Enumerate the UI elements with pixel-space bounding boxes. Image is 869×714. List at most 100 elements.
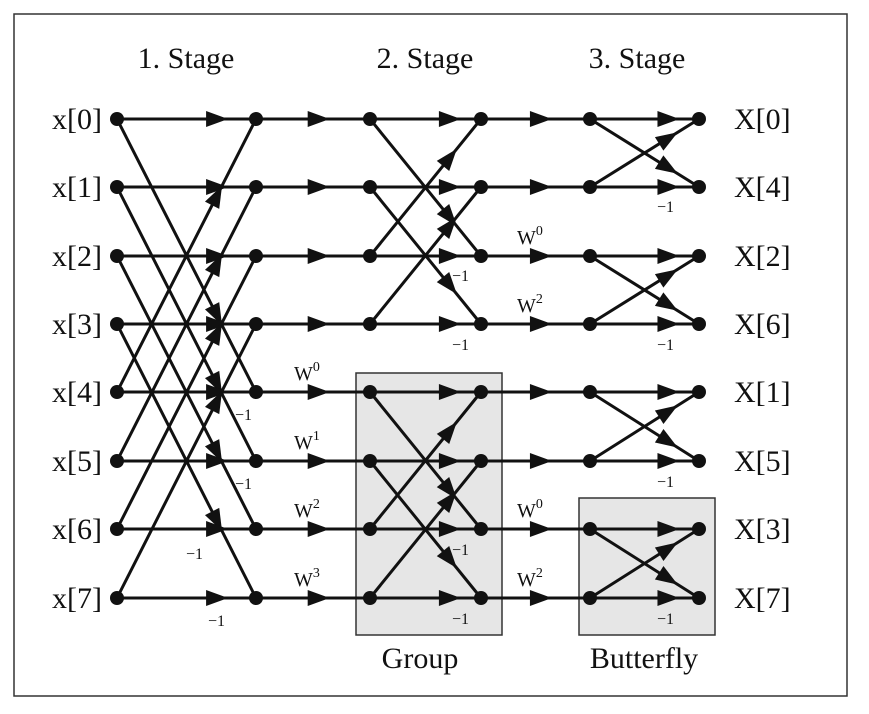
- output-label-2: X[2]: [734, 240, 791, 273]
- arrow-link-1-7: [307, 590, 330, 606]
- node-c2-r5: [363, 454, 377, 468]
- node-c3-r0: [474, 112, 488, 126]
- output-label-5: X[5]: [734, 445, 791, 478]
- node-c5-r1: [692, 180, 706, 194]
- arrow-link-1-1: [307, 179, 330, 195]
- node-c4-r4: [583, 385, 597, 399]
- arrow-s3-cross-3: [654, 269, 678, 288]
- node-c3-r6: [474, 522, 488, 536]
- output-label-7: X[7]: [734, 582, 791, 615]
- output-label-3: X[6]: [734, 308, 791, 341]
- neg-one-label-s2-2: −1: [452, 268, 469, 285]
- arrow-s3-cross-2: [654, 292, 678, 311]
- neg-one-label-s1-6: −1: [186, 546, 203, 563]
- outer-frame: [13, 13, 848, 697]
- node-c0-r3: [110, 317, 124, 331]
- arrow-s3-straight-2: [657, 248, 680, 264]
- node-c5-r4: [692, 385, 706, 399]
- neg-one-label-s2-6: −1: [452, 542, 469, 559]
- node-c4-r1: [583, 180, 597, 194]
- edge-s2-cross-2: [368, 117, 483, 258]
- node-c1-r6: [249, 522, 263, 536]
- node-c2-r3: [363, 317, 377, 331]
- arrow-s1-cross-5: [204, 253, 223, 278]
- arrow-link-2-3: [529, 316, 552, 332]
- arrow-s2-straight-5: [438, 453, 461, 469]
- node-c0-r2: [110, 249, 124, 263]
- edge-s2-cross-6: [368, 390, 483, 531]
- arrow-s2-cross-5: [436, 546, 457, 569]
- input-label-4: x[4]: [52, 376, 102, 409]
- node-c4-r3: [583, 317, 597, 331]
- arrow-s1-cross-7: [204, 390, 223, 415]
- arrow-s2-straight-7: [438, 590, 461, 606]
- node-c4-r6: [583, 522, 597, 536]
- arrow-s1-straight-1: [206, 179, 229, 195]
- neg-one-label-s2-7: −1: [452, 611, 469, 628]
- arrow-s1-cross-0: [204, 302, 223, 326]
- twiddle-label-s2u-0: W0: [517, 224, 543, 249]
- node-c4-r0: [583, 112, 597, 126]
- signal-flow-edges: [115, 111, 701, 606]
- arrow-link-1-4: [307, 384, 330, 400]
- node-c5-r7: [692, 591, 706, 605]
- arrow-link-2-5: [529, 453, 552, 469]
- node-c3-r3: [474, 317, 488, 331]
- node-c5-r3: [692, 317, 706, 331]
- arrow-s2-cross-7: [436, 490, 457, 513]
- arrow-s3-cross-5: [654, 405, 678, 424]
- edge-s1-cross-5: [115, 185, 258, 463]
- neg-one-label-s3-7: −1: [657, 611, 674, 628]
- arrow-link-2-1: [529, 179, 552, 195]
- node-c2-r0: [363, 112, 377, 126]
- arrow-s3-cross-7: [654, 542, 678, 561]
- arrow-link-2-4: [529, 384, 552, 400]
- twiddle-label-s2l-0: W0: [517, 497, 543, 522]
- edge-s3-cross-1: [588, 117, 701, 189]
- node-c4-r7: [583, 591, 597, 605]
- arrow-link-2-7: [529, 590, 552, 606]
- arrow-link-1-3: [307, 316, 330, 332]
- arrow-s2-straight-4: [438, 384, 461, 400]
- twiddle-label-s2u-1: W2: [517, 292, 543, 317]
- twiddle-label-s2l-1: W2: [517, 566, 543, 591]
- twiddle-label-s1-2: W2: [294, 497, 320, 522]
- node-c4-r2: [583, 249, 597, 263]
- arrow-s3-cross-4: [654, 429, 678, 448]
- arrow-s3-straight-5: [657, 453, 680, 469]
- input-label-7: x[7]: [52, 582, 102, 615]
- node-c1-r4: [249, 385, 263, 399]
- node-c2-r7: [363, 591, 377, 605]
- node-c4-r5: [583, 454, 597, 468]
- edge-s1-cross-4: [115, 117, 258, 394]
- edge-s1-cross-7: [115, 322, 258, 600]
- output-label-4: X[1]: [734, 376, 791, 409]
- node-c3-r1: [474, 180, 488, 194]
- twiddle-label-s1-0: W0: [294, 360, 320, 385]
- neg-one-label-s3-5: −1: [657, 474, 674, 491]
- stage-label-3: 3. Stage: [589, 42, 686, 75]
- arrow-link-1-2: [307, 248, 330, 264]
- signal-flow-nodes: [110, 112, 706, 605]
- edge-s1-cross-6: [115, 254, 258, 531]
- neg-one-label-s1-7: −1: [208, 613, 225, 630]
- arrow-s2-cross-1: [436, 272, 457, 295]
- arrow-s1-cross-2: [204, 439, 223, 463]
- arrow-s3-straight-6: [657, 521, 680, 537]
- arrow-link-2-0: [529, 111, 552, 127]
- arrow-s2-cross-4: [436, 477, 457, 500]
- edge-s3-cross-7: [588, 527, 701, 600]
- neg-one-label-s1-5: −1: [235, 476, 252, 493]
- input-label-2: x[2]: [52, 240, 102, 273]
- node-c3-r4: [474, 385, 488, 399]
- node-c3-r2: [474, 249, 488, 263]
- node-c0-r6: [110, 522, 124, 536]
- neg-one-label-s1-4: −1: [235, 407, 252, 424]
- node-c5-r6: [692, 522, 706, 536]
- arrow-s3-straight-0: [657, 111, 680, 127]
- node-c3-r5: [474, 454, 488, 468]
- node-c3-r7: [474, 591, 488, 605]
- arrow-s2-straight-6: [438, 521, 461, 537]
- arrow-s3-straight-7: [657, 590, 680, 606]
- arrow-s3-straight-1: [657, 179, 680, 195]
